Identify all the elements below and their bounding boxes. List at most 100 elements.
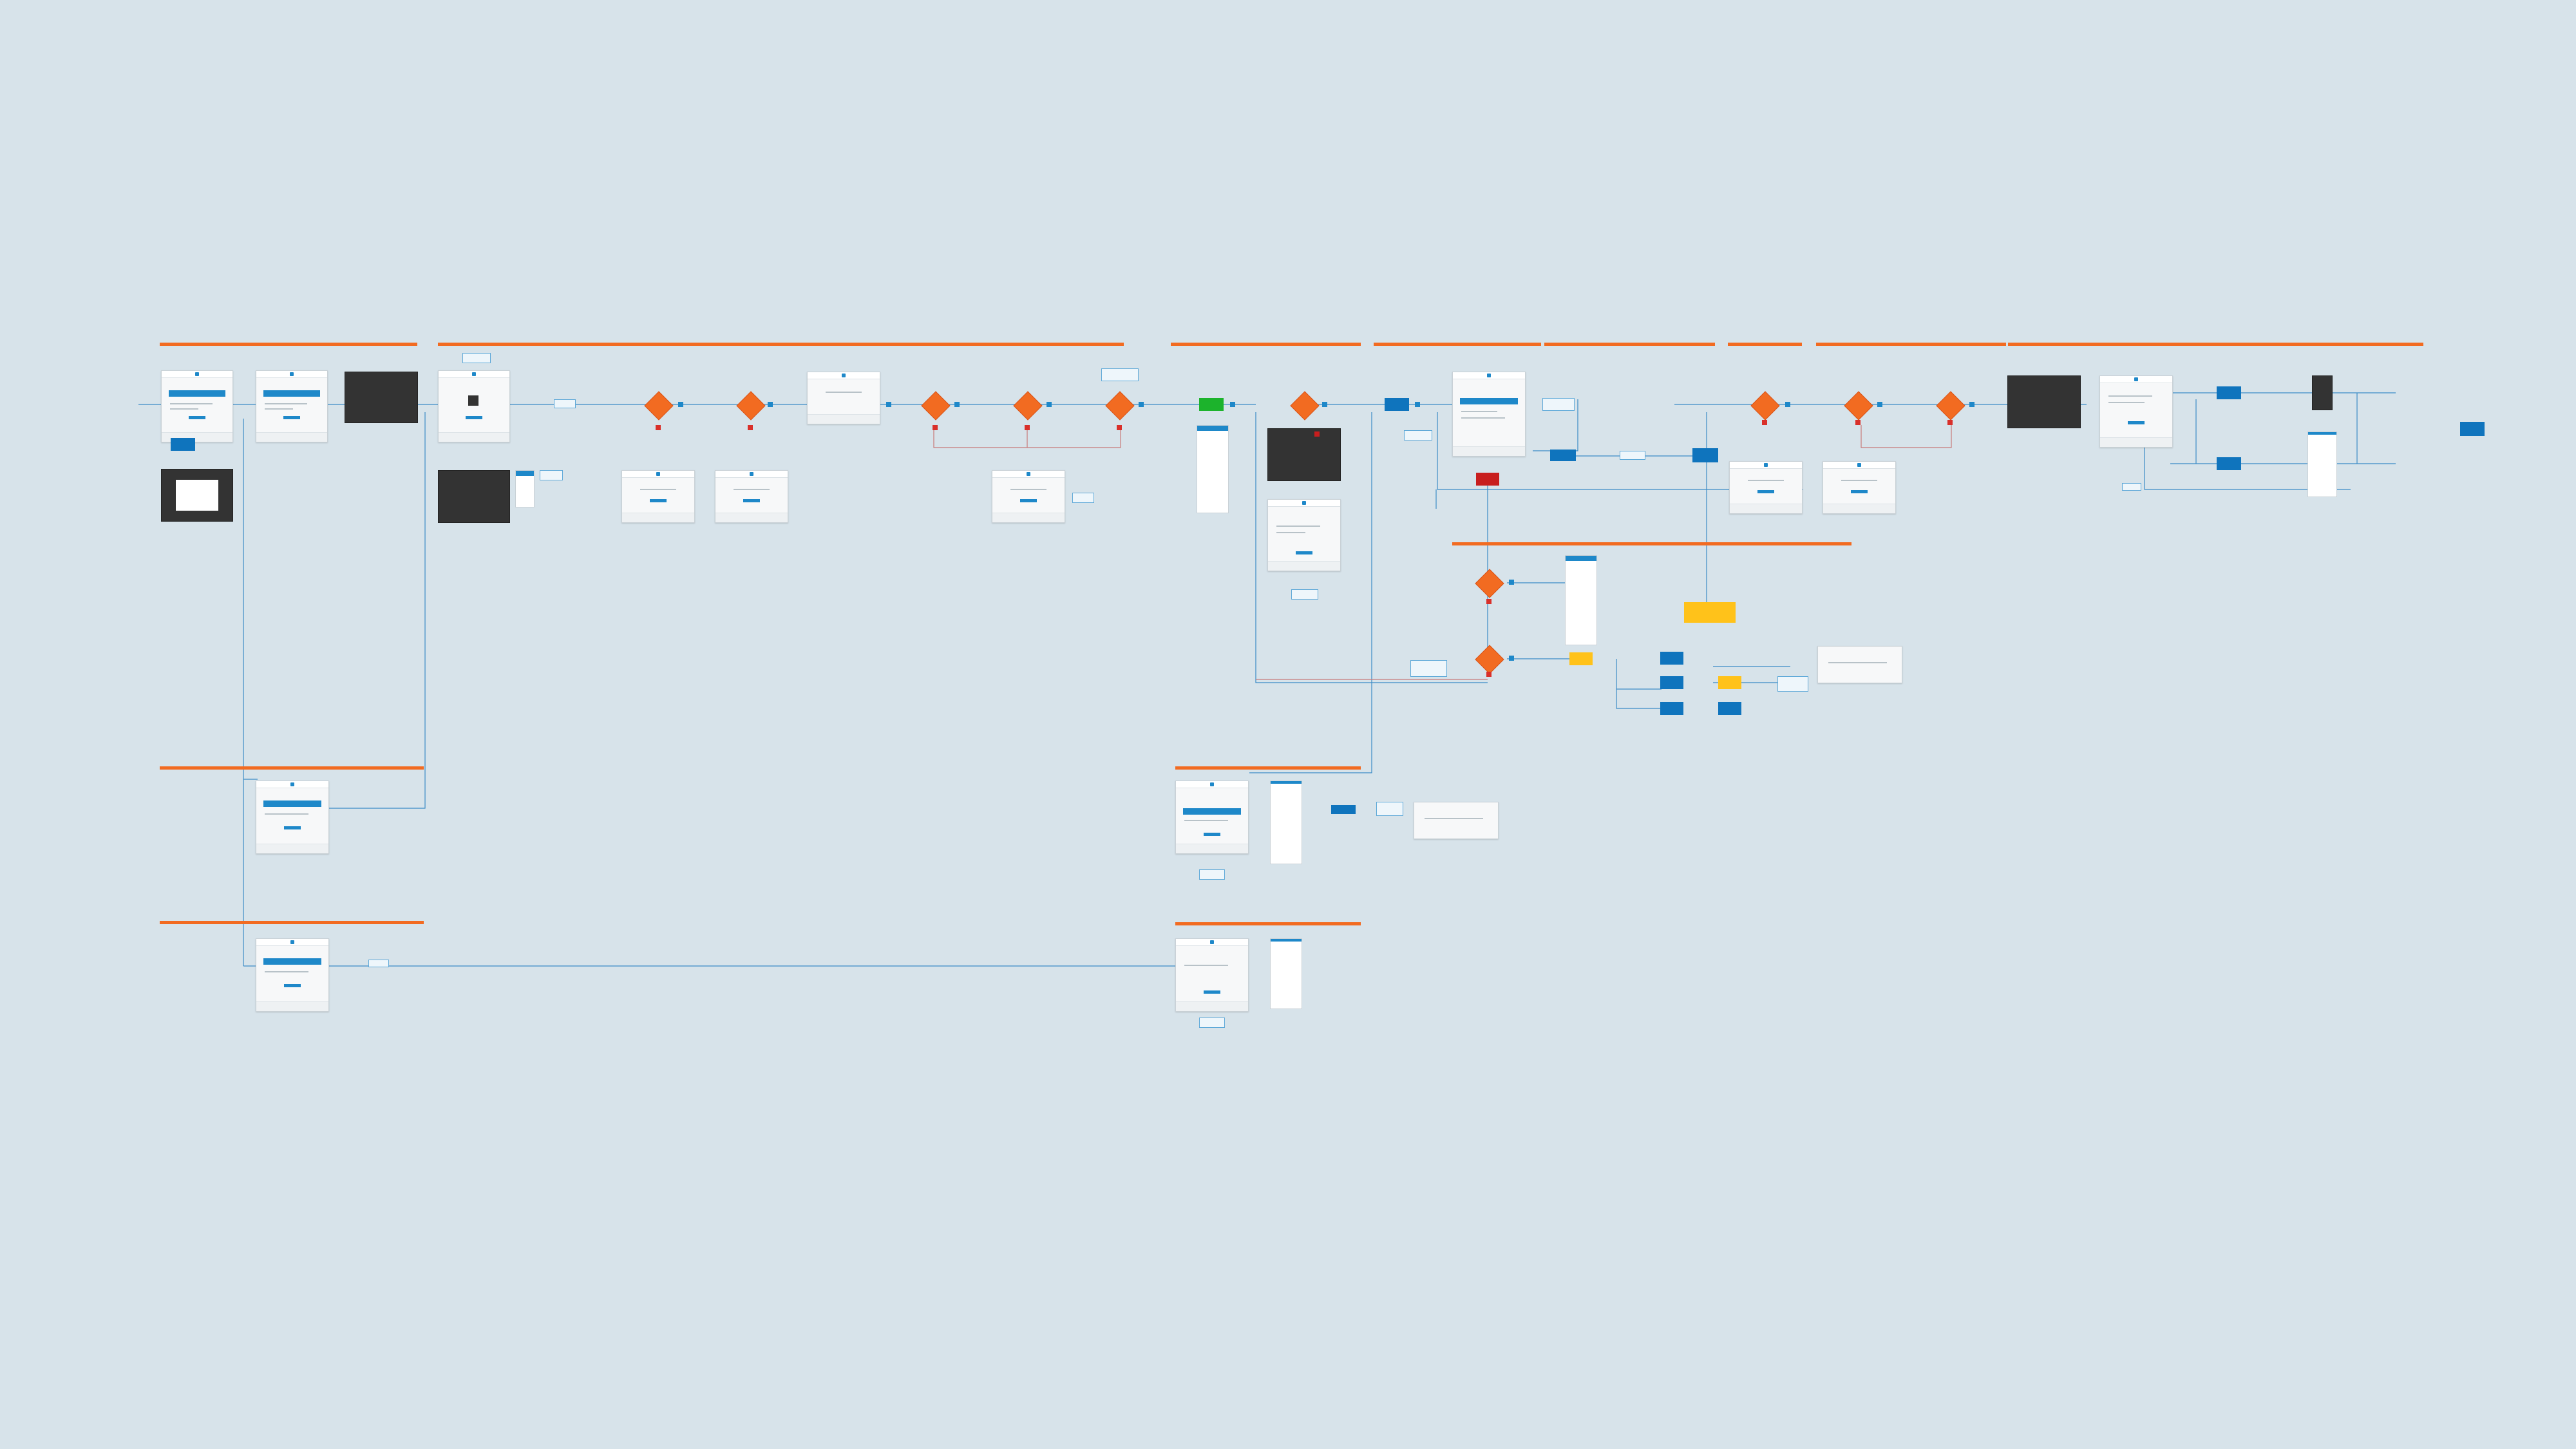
yes-port (1877, 402, 1882, 407)
phase-bar (1175, 766, 1361, 770)
warning-box[interactable] (1569, 652, 1593, 665)
connector-label (554, 399, 576, 408)
mobile-screen-thumbnail[interactable] (1565, 555, 1597, 645)
process-box[interactable] (171, 438, 195, 451)
process-box[interactable] (2217, 386, 2241, 399)
connector-port (1230, 402, 1235, 407)
modal-screen-thumbnail[interactable] (161, 469, 233, 522)
annotation-note (1072, 493, 1094, 503)
mobile-screen-thumbnail[interactable] (515, 470, 535, 507)
screen-thumbnail[interactable] (1267, 499, 1341, 571)
mobile-modal-thumbnail[interactable] (2312, 375, 2333, 410)
mobile-screen-thumbnail[interactable] (2307, 431, 2337, 497)
diagram-thumbnail[interactable] (1414, 802, 1499, 839)
annotation-note (1410, 660, 1447, 677)
warning-box[interactable] (1684, 602, 1736, 623)
process-box[interactable] (1550, 450, 1576, 461)
yes-port (1509, 656, 1514, 661)
screen-thumbnail[interactable] (2099, 375, 2173, 448)
yes-port (1785, 402, 1790, 407)
annotation-note (1376, 802, 1403, 816)
screen-thumbnail[interactable] (161, 370, 233, 442)
error-box[interactable] (1476, 473, 1499, 486)
annotation-note (1542, 398, 1575, 411)
phase-bar (160, 343, 417, 346)
no-port (1025, 425, 1030, 430)
screen-thumbnail[interactable] (1452, 372, 1526, 457)
phase-bar (160, 766, 424, 770)
vertical-connector (325, 412, 426, 809)
process-box[interactable] (2217, 457, 2241, 470)
qr-screen-thumbnail[interactable] (438, 370, 510, 442)
process-box[interactable] (1385, 398, 1409, 411)
annotation-note (1199, 869, 1225, 880)
no-port (1486, 672, 1492, 677)
yes-port (678, 402, 683, 407)
modal-screen-thumbnail[interactable] (345, 372, 418, 423)
screen-thumbnail[interactable] (715, 470, 788, 523)
warning-box[interactable] (1718, 676, 1741, 689)
no-port (748, 425, 753, 430)
phase-bar (2008, 343, 2423, 346)
process-box[interactable] (1660, 676, 1683, 689)
process-box[interactable] (1718, 702, 1741, 715)
annotation-note (1777, 676, 1808, 692)
phase-bar (1175, 922, 1361, 925)
phase-bar (1728, 343, 1802, 346)
yes-port (1322, 402, 1327, 407)
process-box[interactable] (1660, 652, 1683, 665)
modal-screen-thumbnail[interactable] (2007, 375, 2081, 428)
modal-screen-thumbnail[interactable] (438, 470, 510, 523)
success-box[interactable] (1199, 398, 1224, 411)
annotation-note (1404, 430, 1432, 440)
screen-thumbnail[interactable] (807, 372, 880, 424)
end-box[interactable] (2460, 422, 2485, 436)
mobile-screen-thumbnail[interactable] (1270, 781, 1302, 864)
yes-port (1139, 402, 1144, 407)
annotation-note (1199, 1018, 1225, 1028)
no-port (1947, 420, 1953, 425)
mobile-screen-thumbnail[interactable] (1197, 425, 1229, 513)
screen-thumbnail[interactable] (621, 470, 695, 523)
annotation-note (540, 470, 563, 480)
connector-label (368, 960, 389, 967)
phase-bar (1452, 542, 1852, 545)
branch-connector (1533, 399, 1578, 451)
phase-bar (1544, 343, 1715, 346)
screen-thumbnail[interactable] (256, 370, 328, 442)
screen-thumbnail[interactable] (1175, 938, 1249, 1012)
annotation-note (462, 353, 491, 363)
screen-thumbnail[interactable] (256, 938, 329, 1012)
phase-bar (1374, 343, 1541, 346)
phase-bar (160, 921, 424, 924)
screen-thumbnail[interactable] (1729, 461, 1803, 514)
vertical-connector (1249, 412, 1372, 773)
screen-thumbnail[interactable] (992, 470, 1065, 523)
diagram-thumbnail[interactable] (1817, 646, 1902, 683)
connector-label (2122, 483, 2141, 491)
process-box[interactable] (1692, 448, 1718, 462)
screen-thumbnail[interactable] (256, 781, 329, 854)
vertical-connector (1255, 412, 1488, 683)
process-box[interactable] (1660, 702, 1683, 715)
annotation-note (1291, 589, 1318, 600)
connector-label (1620, 451, 1645, 460)
no-port (1762, 420, 1767, 425)
screen-thumbnail[interactable] (1175, 781, 1249, 854)
phase-bar (1816, 343, 2006, 346)
close-icon[interactable] (1314, 431, 1320, 437)
vertical-connector (1437, 412, 1803, 490)
no-port (933, 425, 938, 430)
reject-connector (1861, 425, 1952, 448)
yes-port (1046, 402, 1052, 407)
no-port (1486, 599, 1492, 604)
qr-code-icon (468, 395, 478, 406)
mobile-screen-thumbnail[interactable] (1270, 938, 1302, 1009)
screen-thumbnail[interactable] (1823, 461, 1896, 514)
process-box[interactable] (1331, 805, 1356, 814)
modal-screen-thumbnail[interactable] (1267, 428, 1341, 481)
connector-port (886, 402, 891, 407)
no-port (1117, 425, 1122, 430)
